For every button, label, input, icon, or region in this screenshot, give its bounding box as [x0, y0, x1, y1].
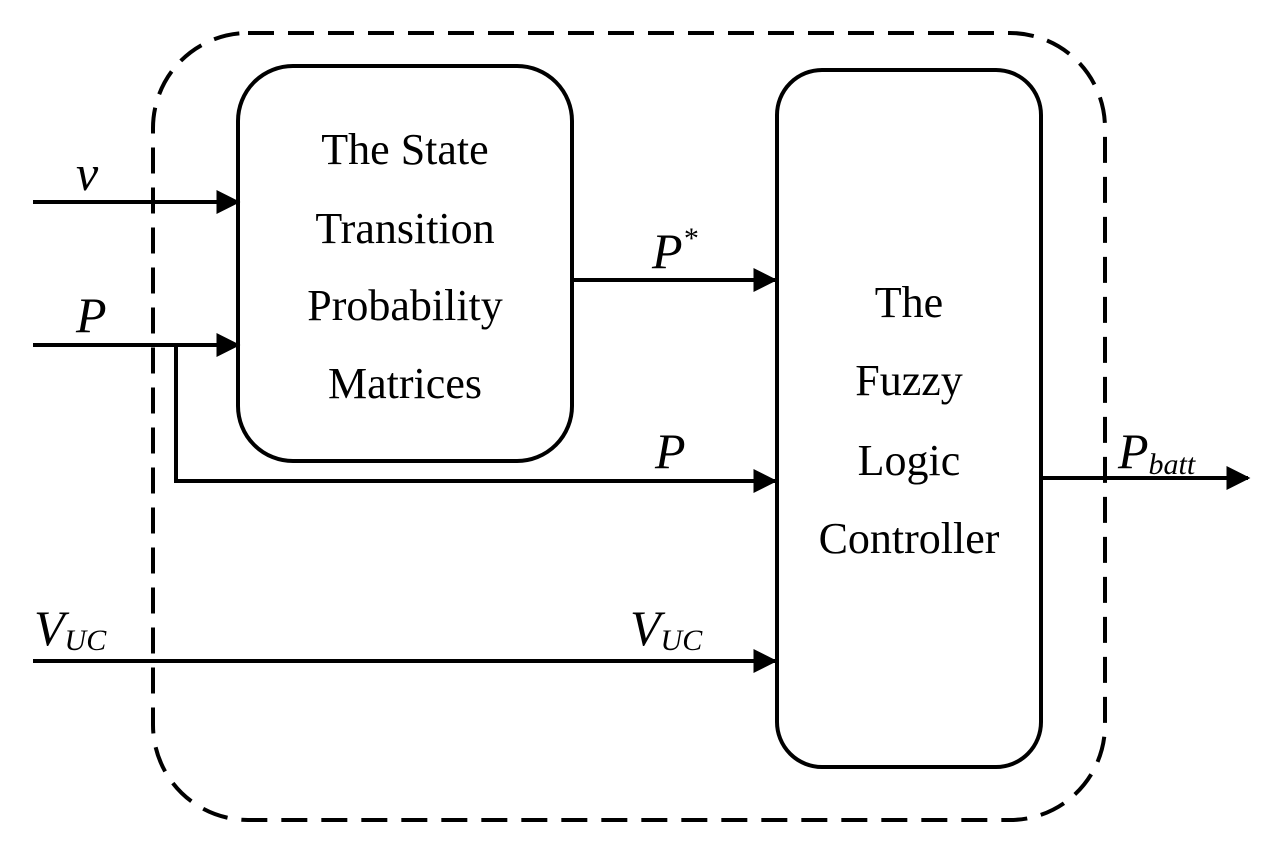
signal-pbatt-base: P [1117, 423, 1149, 479]
flc-block: The Fuzzy Logic Controller [775, 68, 1043, 769]
signal-vuc-to-flc-base: V [630, 600, 666, 656]
stpm-line-4: Matrices [328, 359, 482, 408]
flc-line-1: The [875, 278, 943, 327]
system-boundary [151, 31, 1107, 822]
stpm-line-1: The State [321, 125, 488, 174]
flc-line-3: Logic [858, 436, 961, 485]
signal-v-input: v [76, 145, 99, 201]
signal-p-star-base: P [651, 223, 683, 279]
arrow-p-branch [174, 345, 778, 493]
flc-box [775, 68, 1043, 769]
signal-pbatt-sub: batt [1149, 448, 1196, 481]
signal-p-star: P* [651, 222, 698, 279]
stpm-block: The State Transition Probability Matrice… [236, 64, 574, 463]
signal-v-input-base: v [76, 145, 99, 201]
signal-pbatt-output: Pbatt [1117, 423, 1196, 481]
signal-p-to-flc-base: P [654, 423, 686, 479]
signal-p-input-base: P [75, 287, 107, 343]
signal-vuc-input: VUC [34, 600, 107, 657]
signal-vuc-to-flc-sub: UC [661, 624, 704, 657]
signal-vuc-input-base: V [34, 600, 70, 656]
stpm-box [236, 64, 574, 463]
signal-p-star-sup: * [683, 222, 698, 255]
signal-p-input: P [75, 287, 107, 343]
flc-line-2: Fuzzy [855, 356, 963, 405]
signal-vuc-to-flc: VUC [630, 600, 703, 657]
flc-line-4: Controller [819, 514, 1000, 563]
stpm-line-2: Transition [315, 204, 494, 253]
signal-p-to-flc: P [654, 423, 686, 479]
signal-vuc-input-sub: UC [65, 624, 108, 657]
stpm-line-3: Probability [307, 281, 503, 330]
